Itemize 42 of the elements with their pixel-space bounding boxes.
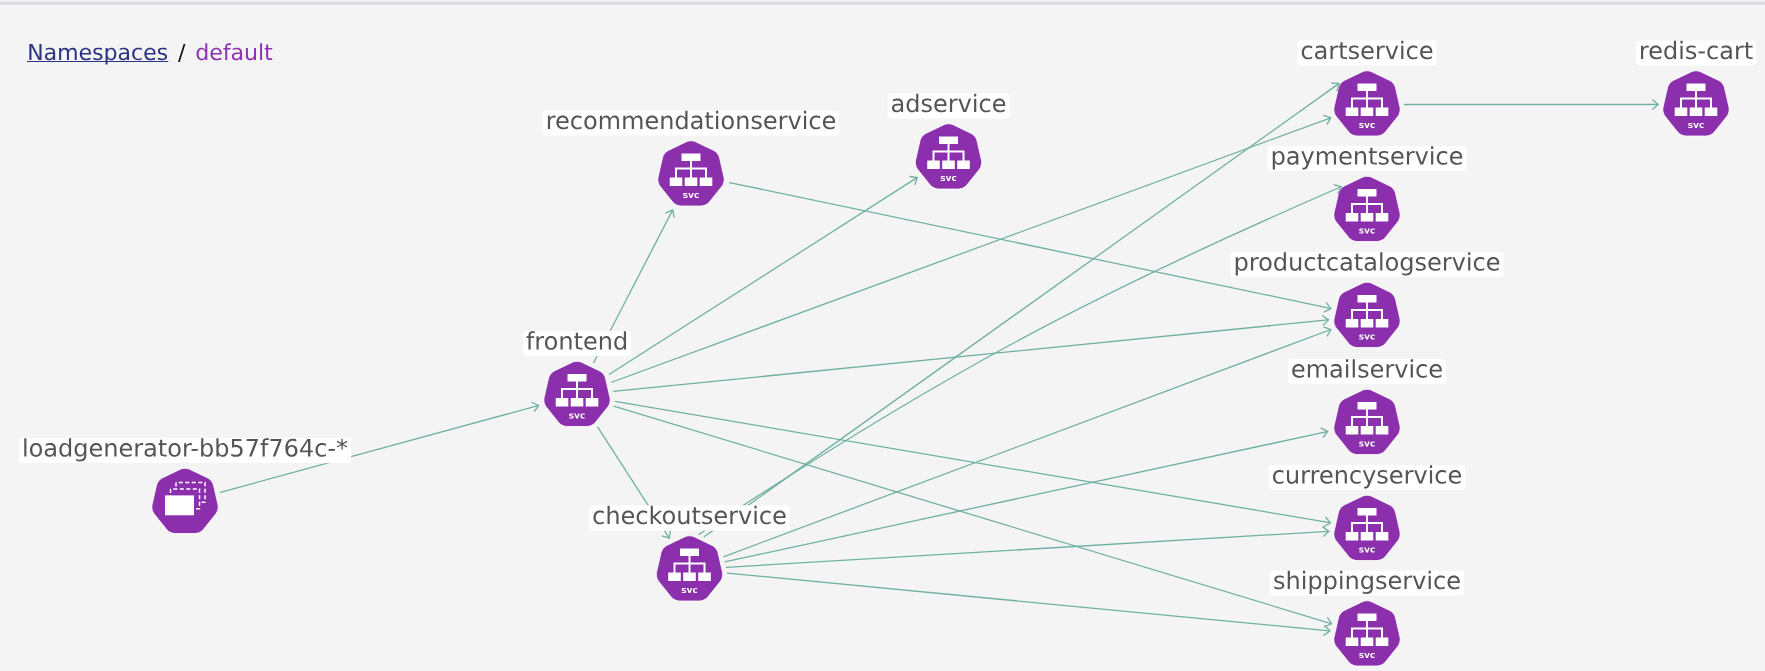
icon-label: svc	[1359, 122, 1375, 129]
arrow	[697, 183, 1343, 536]
node-label: cartservice	[1297, 40, 1437, 66]
icon-label: svc	[681, 587, 698, 594]
node-label: frontend	[522, 331, 632, 356]
node-label: loadgenerator-bb57f764c-*	[19, 438, 352, 463]
arrow	[1403, 98, 1660, 111]
node-label: productcatalogservice	[1230, 252, 1504, 277]
arrow	[726, 572, 1331, 636]
arrow	[614, 400, 1332, 528]
node-label: emailservice	[1287, 359, 1447, 384]
arrow	[722, 326, 1332, 558]
arrow	[703, 82, 1340, 538]
icon-label: svc	[683, 192, 699, 199]
node-label: shippingservice	[1270, 570, 1464, 596]
arrow	[724, 427, 1329, 563]
node-label: adservice	[887, 93, 1010, 119]
breadcrumb-link: Namespaces	[26, 43, 169, 65]
arrow	[725, 526, 1330, 568]
arrow	[728, 181, 1332, 313]
node-label: currencyservice	[1268, 465, 1466, 490]
icon-label: svc	[1359, 228, 1375, 234]
breadcrumb-current: default	[196, 43, 273, 61]
arrow	[612, 314, 1330, 393]
icon-label: svc	[1359, 441, 1375, 447]
arrow	[219, 401, 540, 494]
breadcrumb-separator: /	[178, 43, 186, 63]
icon-label: svc	[1359, 334, 1375, 340]
node-label: redis-cart	[1635, 40, 1757, 66]
node-label: paymentservice	[1267, 146, 1467, 171]
arrow	[596, 426, 671, 540]
arrow	[610, 114, 1332, 384]
icon-label: svc	[1359, 652, 1375, 659]
node-label: checkoutservice	[589, 505, 790, 531]
arrow	[608, 175, 919, 376]
icon-label: svc	[1688, 122, 1704, 129]
icon-label: svc	[569, 413, 585, 419]
node-label: recommendationservice	[542, 110, 840, 136]
arrow	[613, 405, 1333, 628]
arrow	[592, 209, 675, 364]
icon-label: svc	[1359, 547, 1375, 553]
icon-label: svc	[940, 175, 957, 182]
